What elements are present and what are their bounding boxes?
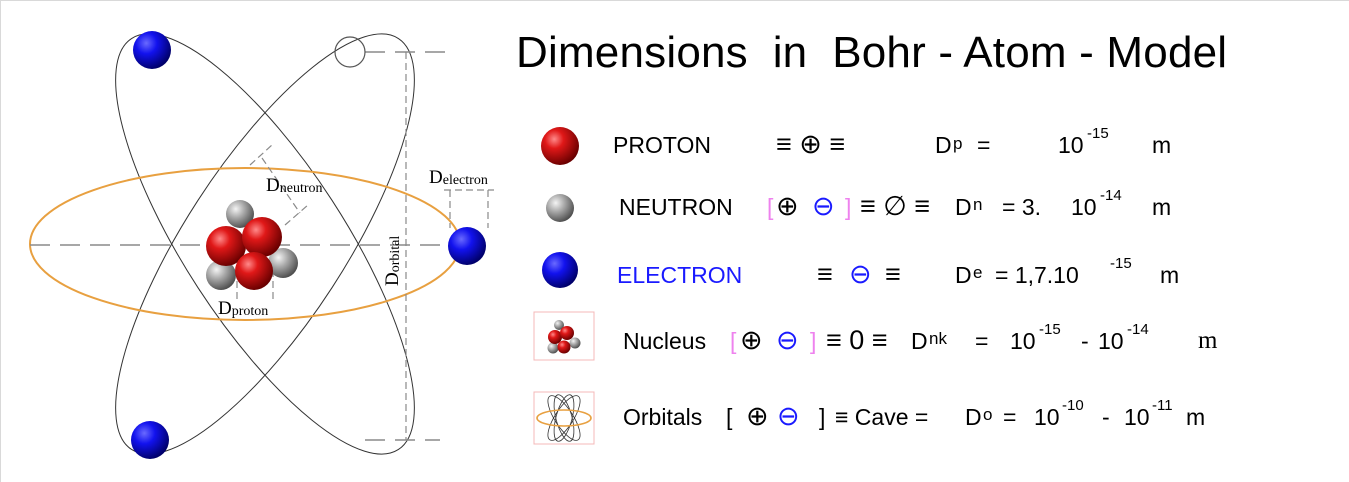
legend-value-base: 10 bbox=[1071, 194, 1097, 220]
legend-equals: = bbox=[977, 132, 991, 158]
legend-name: Orbitals bbox=[623, 404, 703, 430]
legend-dim-subscript: nk bbox=[929, 329, 947, 348]
legend-dim-symbol: D bbox=[935, 132, 952, 158]
legend-value: = 1,7.10 bbox=[995, 262, 1079, 288]
legend-equivalence: ≡ ∅ ≡ bbox=[860, 191, 931, 221]
legend-value-base-2: 10 bbox=[1124, 404, 1150, 430]
proton-sphere bbox=[235, 252, 273, 290]
legend-value-base: 10 bbox=[1058, 132, 1084, 158]
proton-icon bbox=[541, 127, 579, 165]
legend-value-exponent: -15 bbox=[1087, 125, 1109, 142]
neutron-sphere bbox=[226, 200, 254, 228]
legend-name: Nucleus bbox=[623, 328, 707, 354]
legend-dim-symbol: D bbox=[955, 262, 972, 288]
nucleus-thumbnail-icon bbox=[533, 311, 595, 361]
legend-unit: m bbox=[1186, 404, 1206, 430]
legend-bracket-open: [ bbox=[726, 404, 733, 430]
legend-equivalence: ≡ Cave = bbox=[835, 404, 929, 430]
legend-minus-symbol: ⊖ bbox=[777, 401, 800, 431]
legend-equals: = 3. bbox=[1002, 194, 1042, 220]
label-d-orbital: Dorbital bbox=[382, 236, 403, 286]
neutron-sphere bbox=[206, 260, 236, 290]
legend-plus-symbol: ⊕ bbox=[740, 325, 763, 355]
label-d-electron: Delectron bbox=[429, 167, 488, 188]
legend-bracket-close: ] bbox=[819, 404, 826, 430]
legend-value-exponent-2: -14 bbox=[1127, 321, 1149, 338]
legend-equivalence: ≡ 0 ≡ bbox=[826, 325, 888, 355]
legend-unit: m bbox=[1160, 262, 1180, 288]
legend-bracket-close: ] bbox=[845, 194, 852, 220]
legend-unit: m bbox=[1152, 132, 1172, 158]
legend-unit: m bbox=[1152, 194, 1172, 220]
legend-minus-symbol: ⊖ bbox=[812, 191, 835, 221]
legend-name: PROTON bbox=[613, 132, 711, 158]
legend-dim-subscript: n bbox=[973, 195, 983, 214]
legend-name: ELECTRON bbox=[617, 262, 743, 288]
neutron-dimension-line-a bbox=[249, 144, 273, 166]
legend-value-base-2: 10 bbox=[1098, 328, 1124, 354]
orbit-tilted-right bbox=[115, 33, 415, 455]
legend-equals: = bbox=[1003, 404, 1017, 430]
legend-dim-subscript: p bbox=[953, 134, 963, 153]
legend-minus-symbol: ⊖ bbox=[849, 259, 872, 289]
legend-plus-symbol: ⊕ bbox=[776, 191, 799, 221]
legend-value-exponent-1: -15 bbox=[1039, 321, 1061, 338]
legend-equals: = bbox=[975, 328, 989, 354]
electron-right bbox=[448, 227, 486, 265]
legend-plus-symbol: ⊕ bbox=[746, 401, 769, 431]
legend-name: NEUTRON bbox=[619, 194, 733, 220]
orbitals-thumbnail-icon bbox=[533, 391, 595, 445]
legend-unit: m bbox=[1198, 327, 1218, 354]
legend-dim-symbol: D bbox=[911, 328, 928, 354]
electron-icon bbox=[542, 252, 578, 288]
legend-value-exponent: -14 bbox=[1100, 187, 1122, 204]
proton-sphere bbox=[206, 226, 246, 266]
legend-dim-subscript: e bbox=[973, 263, 983, 282]
label-d-neutron: Dneutron bbox=[266, 175, 323, 196]
legend-dim-subscript: o bbox=[983, 405, 993, 424]
legend-bracket-open: [ bbox=[767, 194, 774, 220]
neutron-dimension-line-b bbox=[284, 204, 309, 226]
legend-dim-symbol: D bbox=[955, 194, 972, 220]
neutron-dimension-line-c bbox=[261, 157, 301, 214]
legend-value-base-1: 10 bbox=[1034, 404, 1060, 430]
legend-value-exponent: -15 bbox=[1110, 255, 1132, 272]
page-title: Dimensions in Bohr - Atom - Model bbox=[516, 28, 1228, 77]
legend-range-dash: - bbox=[1081, 328, 1089, 354]
legend-equiv-left: ≡ bbox=[817, 259, 833, 289]
label-d-proton: Dproton bbox=[218, 298, 268, 319]
legend-equivalence: ≡ ⊕ ≡ bbox=[776, 129, 846, 159]
legend-bracket-close: ] bbox=[810, 328, 817, 354]
legend-dim-symbol: D bbox=[965, 404, 982, 430]
nucleus bbox=[206, 200, 298, 290]
legend-minus-symbol: ⊖ bbox=[776, 325, 799, 355]
legend-value-base-1: 10 bbox=[1010, 328, 1036, 354]
legend-equiv-right: ≡ bbox=[885, 259, 901, 289]
legend-value-exponent-1: -10 bbox=[1062, 397, 1084, 414]
legend-range-dash: - bbox=[1102, 404, 1110, 430]
electron-bottom-left bbox=[131, 421, 169, 459]
neutron-icon bbox=[546, 194, 574, 222]
legend-value-exponent-2: -11 bbox=[1152, 397, 1173, 414]
neutron-sphere bbox=[268, 248, 298, 278]
legend-bracket-open: [ bbox=[730, 328, 737, 354]
electron-top-left bbox=[133, 31, 171, 69]
proton-sphere bbox=[242, 217, 282, 257]
orbit-tilted-left bbox=[115, 33, 415, 455]
empty-electron-position bbox=[334, 36, 366, 68]
